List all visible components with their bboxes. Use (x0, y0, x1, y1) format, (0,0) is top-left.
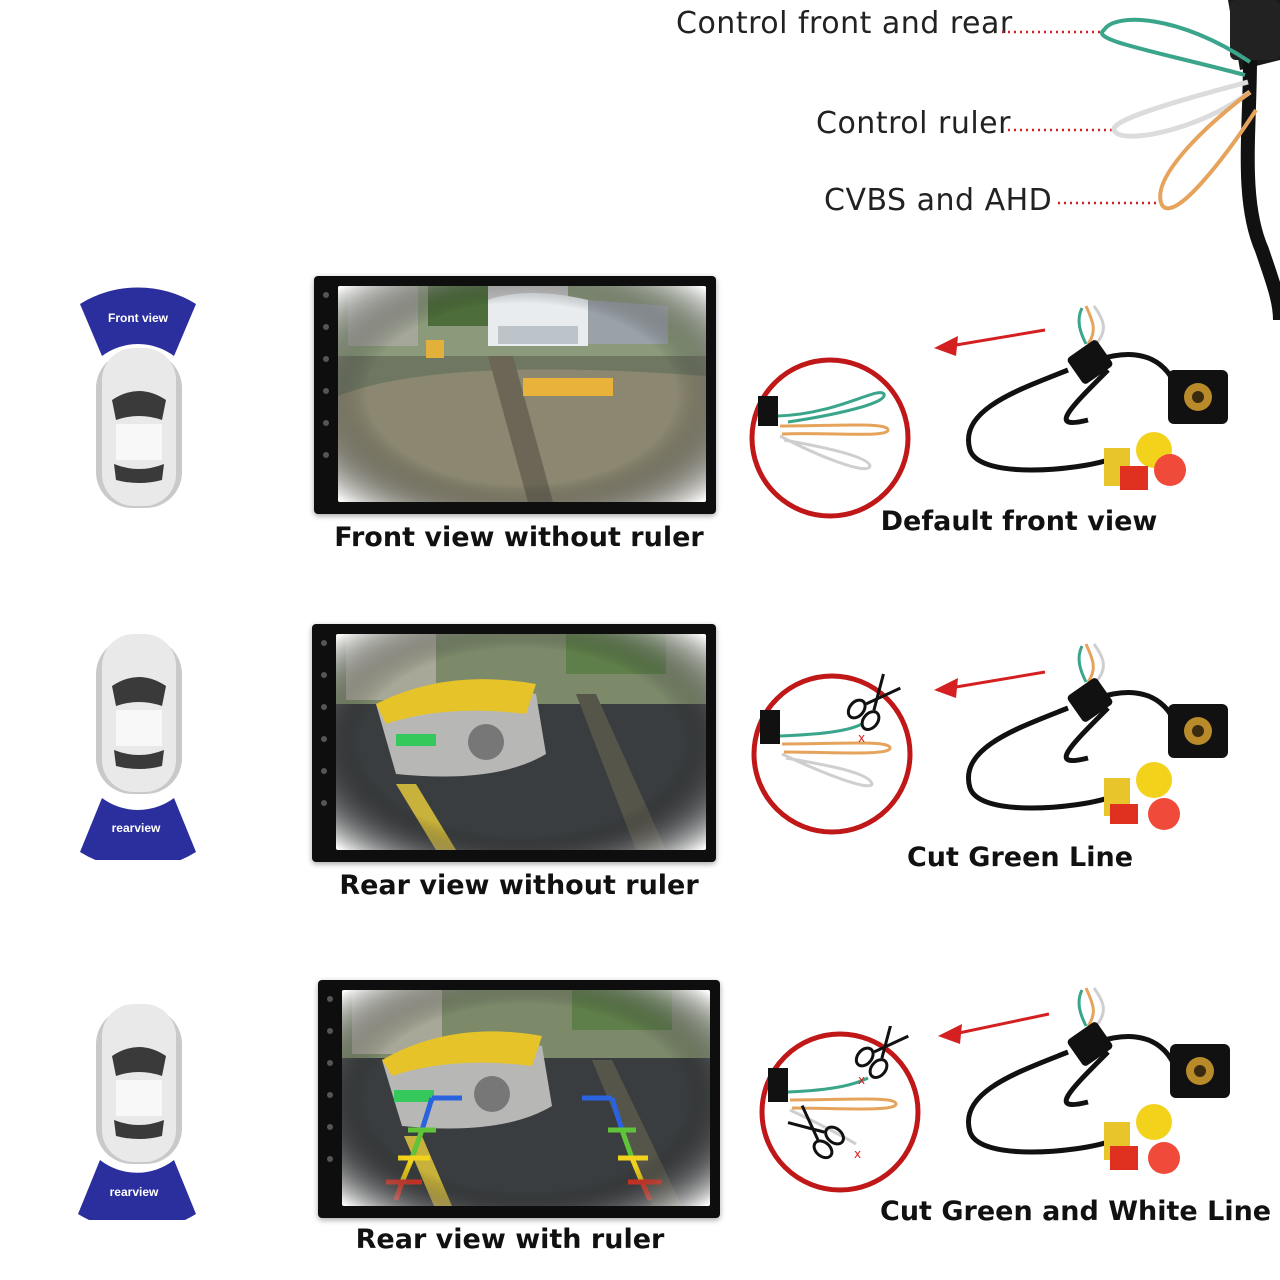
rca-connector-icon (1104, 1104, 1180, 1174)
car-topview-icon (96, 634, 182, 794)
monitor-front-view (314, 276, 716, 514)
zone-label-rear-2: rearview (110, 1185, 159, 1199)
car-topview-icon (96, 348, 182, 508)
caption-cut-green-and-white-line: Cut Green and White Line (880, 1196, 1272, 1227)
zone-label-rear-1: rearview (112, 821, 161, 835)
caption-default-front-view: Default front view (880, 506, 1158, 537)
svg-text:x: x (854, 1147, 861, 1161)
svg-text:x: x (858, 731, 865, 745)
orange-wire (1158, 90, 1258, 210)
label-control-front-rear: Control front and rear (676, 6, 1013, 41)
camera-icon (1168, 370, 1228, 424)
car-diagram-front: Front view (74, 272, 204, 516)
rca-connector-icon (1104, 432, 1186, 490)
car-topview-icon (96, 1004, 182, 1164)
wire-detail-circle-3: x x (759, 1026, 921, 1193)
scissors-icon (846, 673, 901, 731)
camera-harness-1 (965, 305, 1228, 490)
wire-harness-illustration (1002, 0, 1280, 321)
caption-front-view-without-ruler: Front view without ruler (334, 522, 704, 553)
arrow-left-icon (934, 670, 1046, 698)
green-wire (1100, 17, 1252, 77)
wire-detail-circle-2: x (751, 673, 913, 835)
label-control-ruler: Control ruler (816, 106, 1011, 141)
cable-splice (1067, 340, 1113, 384)
caption-cut-green-line: Cut Green Line (906, 842, 1134, 873)
camera-harness-2 (965, 643, 1228, 830)
wire-detail-circle-1 (749, 357, 911, 519)
car-diagram-rear-1: rearview (74, 630, 204, 869)
screen-front-view (338, 286, 706, 502)
front-view-zone (80, 287, 196, 356)
arrow-left-icon (938, 1012, 1050, 1044)
camera-icon (1168, 704, 1228, 758)
rear-view-zone (80, 798, 196, 869)
caption-rear-view-with-ruler: Rear view with ruler (355, 1224, 665, 1255)
car-diagram-rear-2: rearview (74, 1000, 204, 1231)
white-wire (1111, 79, 1252, 139)
scissors-icon (787, 1105, 845, 1160)
camera-icon (1170, 1044, 1230, 1098)
monitor-rear-view-with-ruler (318, 980, 720, 1218)
rca-connector-icon (1104, 762, 1180, 830)
rear-view-zone (78, 1160, 196, 1231)
camera-harness-3 (965, 987, 1230, 1174)
arrow-left-icon (934, 328, 1046, 356)
svg-text:x: x (858, 1073, 865, 1087)
monitor-rear-view-no-ruler (312, 624, 716, 862)
scissors-icon (854, 1026, 909, 1079)
label-cvbs-ahd: CVBS and AHD (824, 183, 1053, 218)
screen-rear-view-with-ruler (342, 990, 710, 1206)
screen-rear-view-no-ruler (336, 634, 706, 850)
caption-rear-view-without-ruler: Rear view without ruler (339, 870, 699, 901)
zone-label-front: Front view (108, 311, 169, 325)
